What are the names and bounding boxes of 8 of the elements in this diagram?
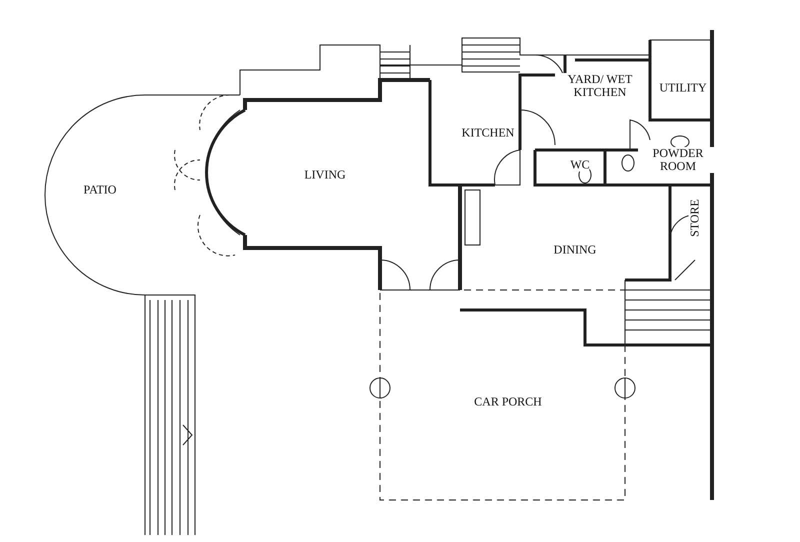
room-label: LIVING [304,168,346,182]
room-label: WC [570,158,590,172]
room-label: KITCHEN [462,126,514,140]
room-label: PATIO [84,184,116,196]
room-label: DINING [554,244,596,256]
room-label: STORE [688,199,702,237]
room-label: CAR PORCH [474,396,542,408]
room-label: UTILITY [659,82,707,94]
